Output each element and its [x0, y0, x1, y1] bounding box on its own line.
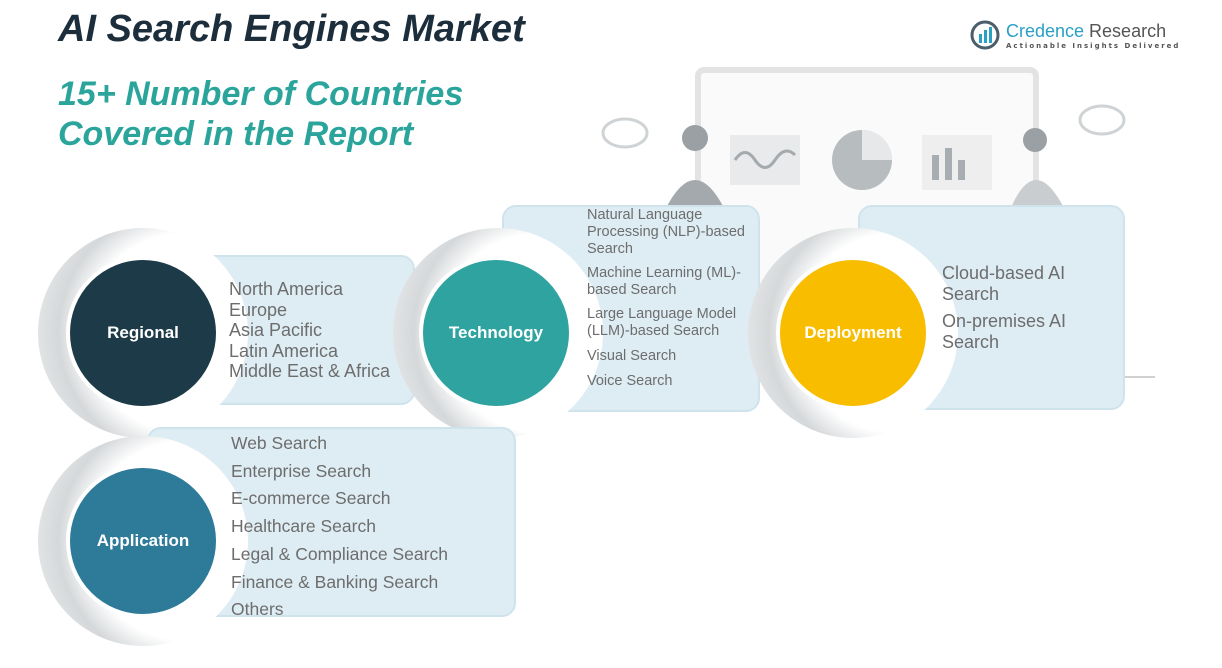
- list-item: Machine Learning (ML)-based Search: [587, 265, 741, 298]
- list-item: Latin America: [229, 340, 339, 361]
- deployment-circle: Deployment: [776, 256, 930, 410]
- logo-tagline: Actionable Insights Delivered: [1006, 41, 1181, 50]
- subtitle-line-1: 15+ Number of Countries: [58, 75, 464, 113]
- list-item: Legal & Compliance Search: [231, 543, 448, 564]
- list-item: Finance & Banking Search: [231, 571, 439, 592]
- list-item: Web Search: [231, 433, 327, 453]
- list-item: Enterprise Search: [231, 460, 372, 481]
- page-title: AI Search Engines Market: [58, 8, 525, 50]
- logo-name-b: Research: [1084, 20, 1167, 41]
- application-list: Web Search Enterprise Search E-commerce …: [231, 430, 448, 624]
- regional-circle: Regional: [66, 256, 220, 410]
- list-item: E-commerce Search: [231, 488, 391, 509]
- list-item: On-premises AI Search: [942, 311, 1067, 352]
- list-item: Others: [231, 599, 284, 620]
- deployment-list: Cloud-based AI Search On-premises AI Sea…: [942, 263, 1092, 353]
- list-item: Cloud-based AI Search: [942, 263, 1066, 304]
- brand-logo: Credence Research Actionable Insights De…: [970, 20, 1180, 50]
- list-item: North America: [229, 279, 344, 299]
- technology-list: Natural Language Processing (NLP)-based …: [587, 207, 759, 390]
- list-item: Asia Pacific: [229, 320, 323, 341]
- list-item: Visual Search: [587, 348, 677, 364]
- bar-chart-logo-icon: [970, 20, 1000, 50]
- application-circle: Application: [66, 464, 220, 618]
- list-item: Natural Language Processing (NLP)-based …: [587, 207, 745, 257]
- logo-name-a: Credence: [1006, 20, 1085, 41]
- subtitle-line-2: Covered in the Report: [58, 115, 414, 153]
- list-item: Large Language Model (LLM)-based Search: [587, 306, 737, 339]
- list-item: Healthcare Search: [231, 516, 376, 537]
- list-item: Europe: [229, 299, 288, 320]
- subtitle: 15+ Number of Countries Covered in the R…: [58, 74, 463, 154]
- list-item: Voice Search: [587, 373, 673, 389]
- technology-circle: Technology: [419, 256, 573, 410]
- list-item: Middle East & Africa: [229, 361, 391, 382]
- regional-list: North America Europe Asia Pacific Latin …: [229, 279, 390, 382]
